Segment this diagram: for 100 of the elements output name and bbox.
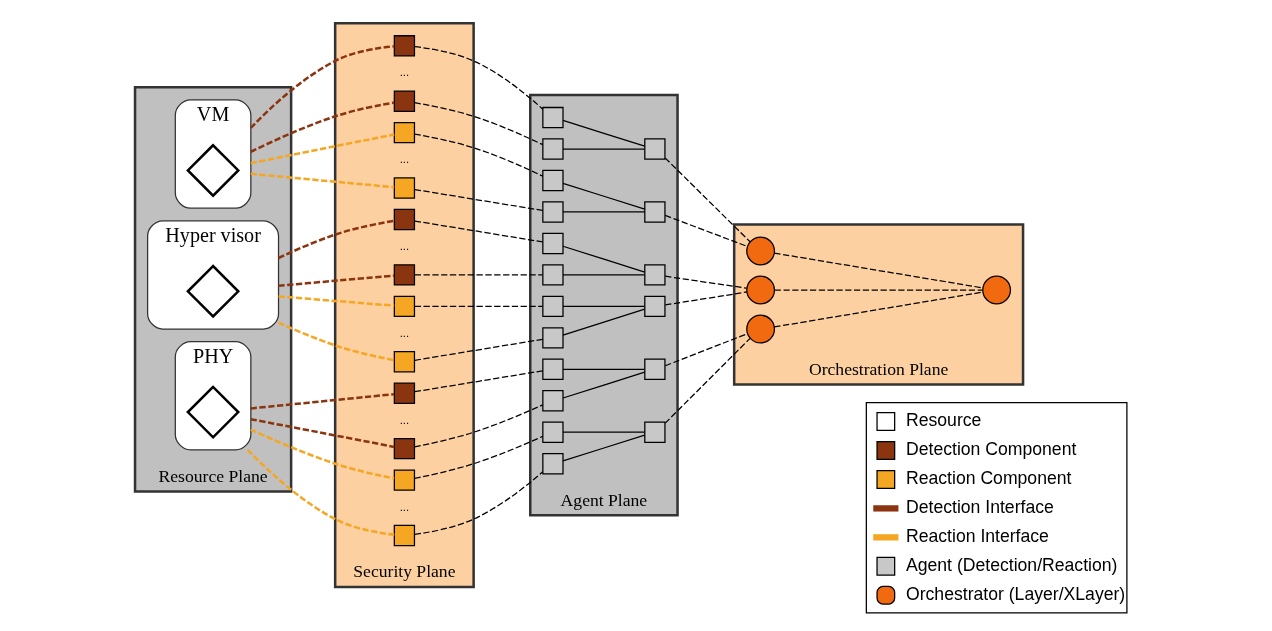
connector [774,289,983,291]
connector [414,188,544,212]
cluster: Agent Plane [529,93,679,517]
label: ... [399,500,410,513]
connector [414,220,544,243]
cluster: PHY [174,341,252,451]
connector [250,101,395,153]
node-box [393,177,416,199]
connector [562,245,646,273]
connector [278,321,395,362]
cluster: Orchestration Plane [732,223,1025,386]
connector [562,434,646,462]
connector [562,274,646,276]
node-box [393,121,416,144]
connector [773,252,984,289]
node-box [393,90,416,112]
connector [250,392,395,410]
node-box [393,437,416,460]
node-box [542,232,564,255]
label: ... [399,239,410,252]
node-box [542,138,564,160]
connector [562,308,646,336]
connector [249,45,395,129]
node-box [393,295,416,318]
label: ... [399,153,410,166]
connector [278,274,395,287]
connector [562,119,646,147]
node-box [542,390,564,412]
connector [562,182,646,210]
connector [278,219,395,260]
node-box [393,264,416,286]
node-box [393,35,416,57]
node-box [542,421,564,443]
legend-label: Resource [905,410,982,431]
node-box [644,201,666,223]
label: ... [399,66,410,79]
node-box [542,264,564,286]
connector [414,46,544,110]
node-circle [746,314,776,344]
legend-label: Detection Component [905,439,1077,460]
node-box [542,106,564,129]
connector [413,404,544,448]
connector [413,102,544,146]
node-circle [746,275,776,305]
connector [414,370,544,393]
connector [562,371,646,399]
node-box [542,295,564,318]
legend-label: Orchestrator (Layer/XLayer) [905,583,1126,604]
legend-label: Reaction Interface [905,526,1049,546]
node-diamond [186,264,241,319]
node-box [542,358,564,380]
connector [278,295,395,307]
connector [414,274,544,276]
node-box [393,382,416,404]
connector [562,211,646,213]
connector [773,291,984,328]
connector [246,449,395,536]
node-box [644,138,666,160]
connector [664,333,748,367]
connector [414,305,544,307]
legend-label: Agent (Detection/Reaction) [905,554,1118,575]
legend-label: Detection Interface [905,497,1054,518]
connector [250,428,395,480]
connector [562,368,646,370]
node-box [644,295,666,318]
label: ... [399,413,410,426]
legend-label: Reaction Component [905,468,1072,489]
node-circle [982,275,1012,305]
connector [562,148,646,150]
node-box [542,201,564,223]
node-box [393,351,416,373]
node-box [393,469,416,491]
node-box [393,524,416,547]
connector [413,133,544,177]
connector [562,431,646,433]
node-box [542,327,564,349]
connector [414,338,544,361]
node-diamond [186,143,241,198]
node-box [644,358,666,380]
cluster: VM [174,99,252,209]
connector [250,172,395,189]
node-box [542,169,564,192]
connector [664,275,748,289]
connector [664,214,748,248]
label: ... [399,326,410,339]
cluster: Hyper visor [147,220,280,330]
connector [414,471,544,535]
connector [664,291,748,306]
connector [664,337,751,424]
node-box [542,453,564,475]
node-circle [746,236,776,266]
node-box [393,208,416,231]
connector [250,133,395,165]
connector [664,157,751,243]
connector [413,435,544,479]
connector [250,417,395,449]
node-diamond [186,385,241,440]
node-box [644,421,666,443]
connector [562,305,646,307]
node-box [644,264,666,286]
